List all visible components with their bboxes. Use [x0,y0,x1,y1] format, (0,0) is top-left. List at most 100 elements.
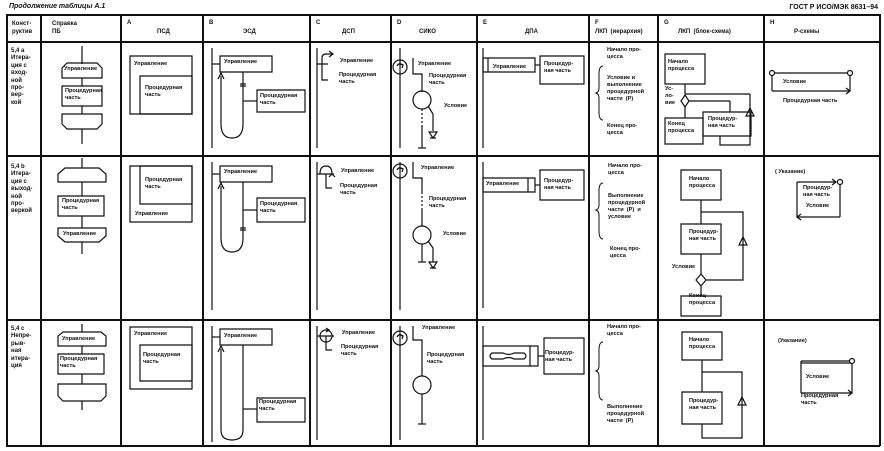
end-node [838,180,843,185]
header-construct-label: Конст- руктив [12,21,33,35]
siko-condition-label: Условие [443,231,467,237]
end-box [681,296,721,316]
lkp-b-diagram-row2 [660,158,762,318]
loop-arrow [218,183,224,189]
arrow-head [832,179,836,185]
table-bottom-border [6,445,880,447]
lkp-b-start-label: Начало процесса [689,176,716,189]
psd-outer-label: Управление [134,331,168,337]
header-name-psd: ПСД [157,29,170,35]
brace [596,183,603,239]
lkp-h-brace-row1 [596,64,606,122]
r-note-label: ( Указание) [775,169,806,175]
process-box [58,196,104,216]
r-diagram-row2 [766,158,878,268]
row-label-line: ция с [11,178,27,185]
row-label-line: 5,4 b [11,164,25,170]
inner-box [140,345,192,381]
control-line [413,326,422,376]
header-letter-g: G [664,20,669,26]
iteration-symbol [317,54,332,72]
process-box [257,398,305,422]
control-line [413,162,422,192]
condition-branch [428,106,433,131]
col-line-4 [309,14,311,446]
iteration-circle [393,331,407,345]
process-box [58,354,104,374]
row-label-line: ция [11,363,22,370]
arrow-head [848,390,852,396]
pb-mid-label: Процедурная часть [62,198,100,211]
r-diagram-row1 [766,44,878,154]
loop-line [702,372,742,438]
psd-outer-label: Управление [135,211,169,217]
dsp-proc-label: Процедурная часть [341,344,379,357]
lkp-b-cond-label: Ус- ло- вие [665,86,675,106]
col-line-2 [120,14,122,446]
lkp-h-body-label: Условие и выполнение процедурной части (… [607,75,645,102]
psd-inner-label: Процедурная часть [145,177,183,190]
iteration-arrow [397,64,403,68]
iteration-arrow [397,335,403,339]
row-label-line: вер- [11,92,24,99]
iteration-arrow [397,168,403,172]
end-node [850,359,855,364]
row-label-line: 5,4 a [11,48,25,54]
row-divider-2 [6,319,880,321]
row-divider-1 [6,155,880,157]
lkp-h-end-label: Конец про- цесса [607,123,638,136]
header-col-e: E ДПА [483,19,587,39]
siko-condition-label: Условие [444,103,468,109]
lkp-h-start-label: Начало про- цесса [607,324,641,337]
loop-line [221,182,243,252]
siko-control-label: Управление [418,61,452,67]
header-letter-h: H [770,20,775,26]
row-label-line: Итера- [11,171,31,178]
row-label-line: про- [11,201,24,208]
lkp-b-proc-label: Процедур- ная часть [689,229,719,242]
row-label-line: итера- [11,355,30,362]
lkp-h-body-label: Выполнение процедурной части (Р) и услов… [608,193,646,220]
r-condition-label: Условие [806,203,830,209]
header-construct: Конст- руктив [12,20,40,36]
lkp-b-diagram-row3 [660,322,762,446]
lkp-b-proc-label: Процедур- ная часть [708,116,738,129]
pb-top-label: Управление [64,66,98,72]
col-line-8 [657,14,659,446]
dsp-control-label: Управление [342,330,376,336]
start-node [770,71,775,76]
lkp-h-body-label: Выполнение процедурной части (Р) [607,404,645,424]
iteration-arrow [329,51,333,57]
table-caption: Продолжение таблицы А.1 [9,3,106,10]
loop-line [221,72,243,138]
procedure-branch [326,174,332,188]
esd-diagram-row3 [205,322,309,446]
row-label-line: ция с [11,62,27,69]
header-name-r-schemes: Р-схемы [794,29,820,35]
header-letter-d: D [397,20,402,26]
row-label-5-4-c: 5,4 c Непре- рыв- ная итера- ция [11,326,31,370]
row-label-line: вход- [11,70,28,77]
loop-line [701,212,743,280]
inner-box [140,166,192,204]
brace [596,66,603,120]
pb-mid-label: Процедурная часть [60,356,98,369]
header-name-lkp-flowchart: ЛКП (блок-схема) [678,29,731,35]
terminal-symbol [429,132,437,138]
row-label-line: выход- [11,186,33,193]
esd-control-label: Управление [224,59,258,65]
lkp-b-start-label: Начало процесса [668,59,695,72]
r-condition-label: Условие [806,374,830,380]
r-proc-label: Процедурная часть [783,98,838,104]
header-col-c: C ДСП [316,19,388,39]
siko-diagram-row1 [393,44,475,154]
inner-box [140,76,192,114]
iteration-symbol [317,166,334,174]
iteration-circle [393,164,407,178]
loop-start-symbol [58,168,106,182]
esd-diagram-row1 [205,44,309,154]
loop-arrow-triangle [746,108,754,116]
arrow-head [846,88,850,94]
row-label-5-4-a: 5,4 a Итера- ция с вход- ной про- вер- к… [11,48,31,107]
r-condition-label: Условие [783,79,807,85]
